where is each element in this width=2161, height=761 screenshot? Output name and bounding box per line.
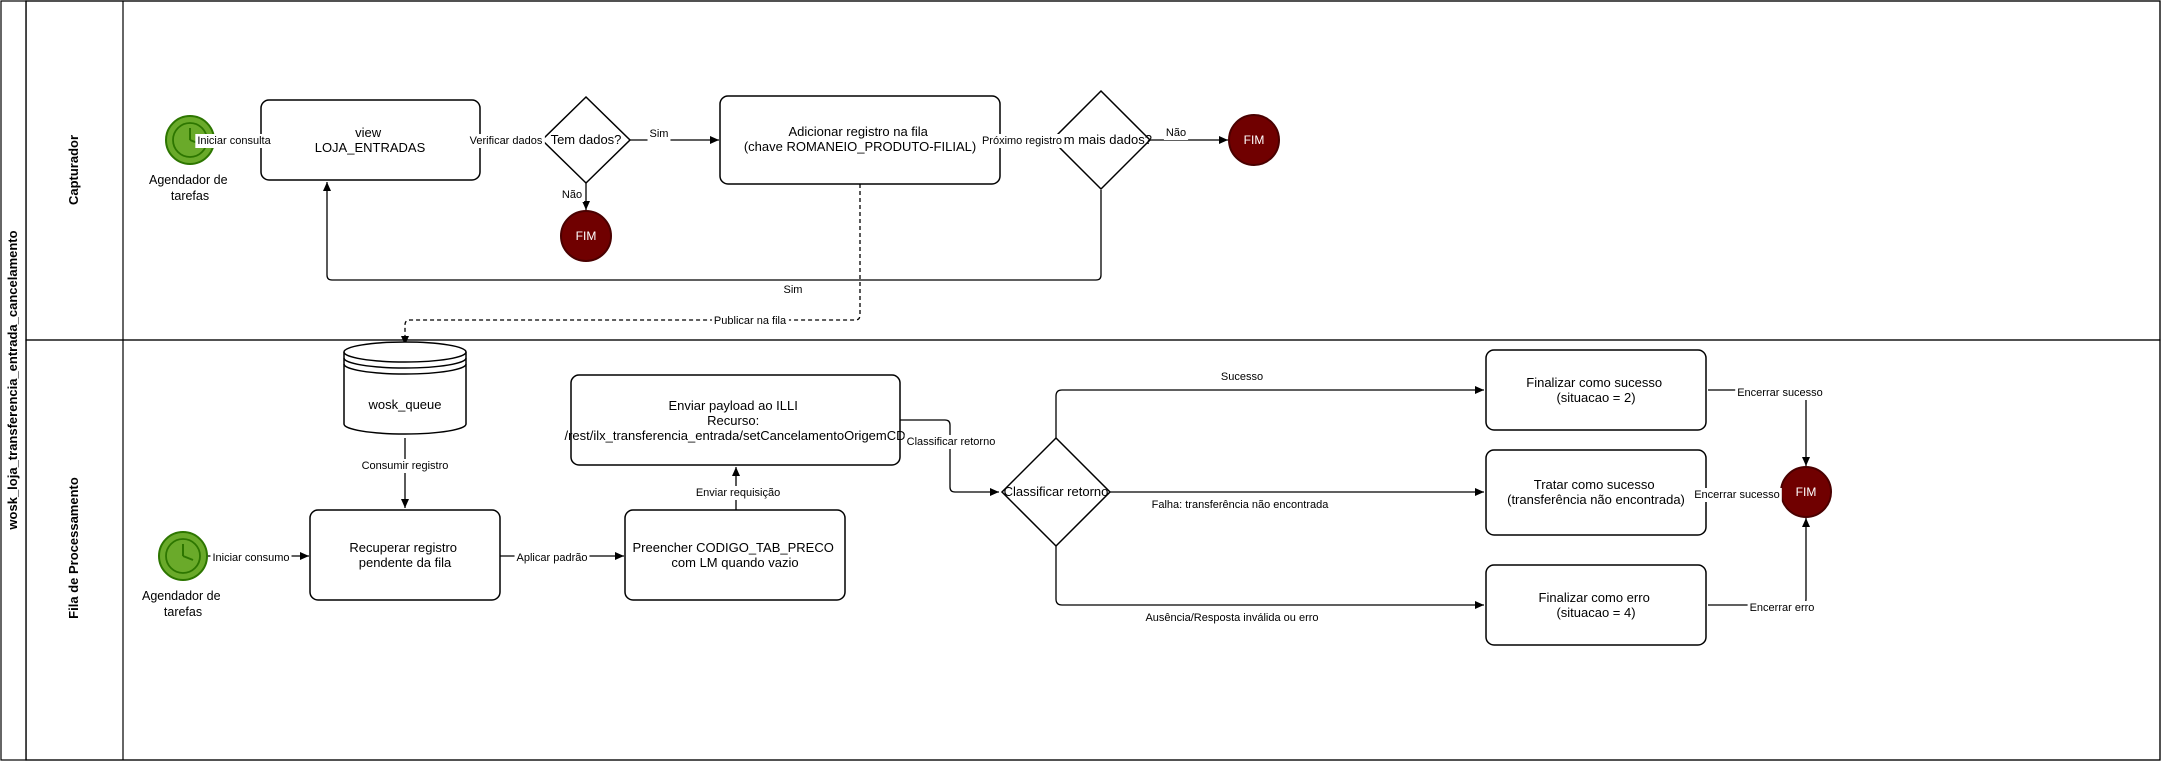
edge-classificar-retorno	[900, 419, 999, 496]
lane-processamento: Fila de Processamento	[25, 339, 2161, 761]
task-line: (transferência não encontrada)	[1507, 492, 1685, 507]
lane-title-processamento: Fila de Processamento	[66, 477, 81, 619]
edge-label-aplicar-padrao: Aplicar padrão	[517, 552, 588, 564]
end-event-sem-dados[interactable]: FIM	[560, 210, 612, 262]
task-line: Preencher CODIGO_TAB_PRECO	[633, 540, 834, 555]
task-line: Finalizar como sucesso	[1526, 375, 1662, 390]
svg-text:Enviar payload ao ILLI R: Enviar payload ao ILLI Recurso: /rest/il…	[564, 398, 905, 443]
task-adicionar-registro[interactable]: Adicionar registro na fila (chave ROMANE…	[719, 95, 1001, 185]
svg-text:Finalizar como erro (sit: Finalizar como erro (situacao = 4)	[1539, 590, 1654, 620]
edge-publicar-fila	[401, 184, 861, 345]
task-view-loja-entradas[interactable]: view LOJA_ENTRADAS	[260, 99, 481, 181]
lane-title-capturador: Capturador	[66, 135, 81, 205]
edge-ausencia-erro	[1055, 546, 1484, 609]
edge-label-proximo-registro: Próximo registro	[982, 135, 1062, 147]
edge-encerrar-erro	[1708, 518, 1810, 606]
svg-text:Finalizar como sucesso (: Finalizar como sucesso (situacao = 2)	[1526, 375, 1665, 405]
edge-sim-loop	[323, 182, 1102, 281]
svg-text:Adicionar registro na fila: Adicionar registro na fila (chave ROMANE…	[744, 124, 976, 154]
edge-label-consumir-registro: Consumir registro	[362, 460, 449, 472]
gateway-tem-dados[interactable]: Tem dados?	[540, 95, 632, 185]
task-recuperar-registro[interactable]: Recuperar registro pendente da fila	[309, 509, 501, 601]
task-finalizar-erro[interactable]: Finalizar como erro (situacao = 4)	[1485, 564, 1707, 646]
edge-label-ausencia-erro: Ausência/Resposta inválida ou erro	[1145, 612, 1318, 624]
edge-encerrar-sucesso-1	[1708, 389, 1810, 466]
timer-captura-caption-line: tarefas	[171, 189, 209, 203]
edge-label-sucesso: Sucesso	[1221, 371, 1263, 383]
edge-labels: Iniciar consulta Verificar dados Sim Não…	[195, 126, 1825, 625]
clock-icon	[165, 538, 201, 574]
end-label: FIM	[1244, 133, 1265, 147]
edge-label-verificar-dados: Verificar dados	[470, 135, 543, 147]
task-finalizar-sucesso[interactable]: Finalizar como sucesso (situacao = 2)	[1485, 349, 1707, 431]
edge-label-falha-nao-encontrada: Falha: transferência não encontrada	[1152, 499, 1330, 511]
task-line: Finalizar como erro	[1539, 590, 1650, 605]
queue-label: wosk_queue	[368, 397, 442, 412]
edge-label-encerrar-sucesso-1: Encerrar sucesso	[1737, 387, 1823, 399]
task-line: Recurso:	[707, 413, 759, 428]
task-line: Tratar como sucesso	[1534, 477, 1655, 492]
end-event-processamento[interactable]: FIM	[1780, 466, 1832, 518]
task-line: /rest/ilx_transferencia_entrada/setCance…	[564, 428, 905, 443]
edges	[208, 136, 1810, 609]
edge-label-nao-fim: Não	[562, 189, 582, 201]
timer-consumo-caption-line: Agendador de	[142, 589, 221, 603]
edge-label-sim-loop: Sim	[784, 284, 803, 296]
gateway-tem-mais-dados[interactable]: Tem mais dados?	[1050, 89, 1152, 191]
task-preencher-codigo[interactable]: Preencher CODIGO_TAB_PRECO com LM quando…	[624, 509, 846, 601]
svg-text:Preencher CODIGO_TAB_PRECO: Preencher CODIGO_TAB_PRECO com LM quando…	[633, 540, 838, 570]
end-label: FIM	[576, 229, 597, 243]
task-line: (situacao = 2)	[1556, 390, 1635, 405]
edge-label-nao-fim-captura: Não	[1166, 127, 1186, 139]
edge-label-publicar-fila: Publicar na fila	[714, 315, 787, 327]
edge-label-classificar-retorno: Classificar retorno	[907, 436, 996, 448]
timer-start-event-consumo[interactable]	[158, 531, 208, 581]
task-line: Enviar payload ao ILLI	[669, 398, 798, 413]
timer-consumo-caption-line: tarefas	[164, 605, 202, 619]
svg-text:Recuperar registro pende: Recuperar registro pendente da fila	[349, 540, 460, 570]
task-line: view	[355, 125, 382, 140]
edge-label-enviar-requisicao: Enviar requisição	[696, 487, 780, 499]
svg-text:view LOJA_ENTRADAS: view LOJA_ENTRADAS	[315, 125, 426, 155]
gateway-label: Tem mais dados?	[1050, 132, 1152, 147]
timer-consumo-caption: Agendador de tarefas	[142, 589, 224, 619]
task-line: Adicionar registro na fila	[788, 124, 928, 139]
edge-label-sim-adicionar: Sim	[650, 128, 669, 140]
queue-datastore-wosk-queue[interactable]: wosk_queue	[343, 341, 467, 435]
end-event-captura[interactable]: FIM	[1228, 114, 1280, 166]
edge-sucesso	[1055, 386, 1484, 438]
task-line: LOJA_ENTRADAS	[315, 140, 426, 155]
task-line: Recuperar registro	[349, 540, 457, 555]
task-line: pendente da fila	[359, 555, 452, 570]
edge-label-iniciar-consumo: Iniciar consumo	[212, 552, 289, 564]
task-line: (situacao = 4)	[1556, 605, 1635, 620]
timer-captura-caption-line: Agendador de	[149, 173, 228, 187]
timer-captura-caption: Agendador de tarefas	[149, 173, 231, 203]
task-tratar-sucesso[interactable]: Tratar como sucesso (transferência não e…	[1485, 449, 1707, 536]
task-line: (chave ROMANEIO_PRODUTO-FILIAL)	[744, 139, 976, 154]
svg-text:Tratar como sucesso (tra: Tratar como sucesso (transferência não e…	[1507, 477, 1685, 507]
end-label: FIM	[1796, 485, 1817, 499]
task-enviar-payload[interactable]: Enviar payload ao ILLI Recurso: /rest/il…	[564, 374, 906, 466]
gateway-label: Tem dados?	[551, 132, 622, 147]
edge-label-iniciar-consulta: Iniciar consulta	[197, 135, 271, 147]
gateway-classificar-retorno[interactable]: Classificar retorno	[1000, 436, 1112, 548]
pool-title: wosk_loja_transferencia_entrada_cancelam…	[5, 230, 20, 530]
task-line: com LM quando vazio	[671, 555, 798, 570]
edge-label-encerrar-sucesso-2: Encerrar sucesso	[1694, 489, 1780, 501]
edge-label-encerrar-erro: Encerrar erro	[1750, 602, 1815, 614]
gateway-label: Classificar retorno	[1004, 484, 1109, 499]
